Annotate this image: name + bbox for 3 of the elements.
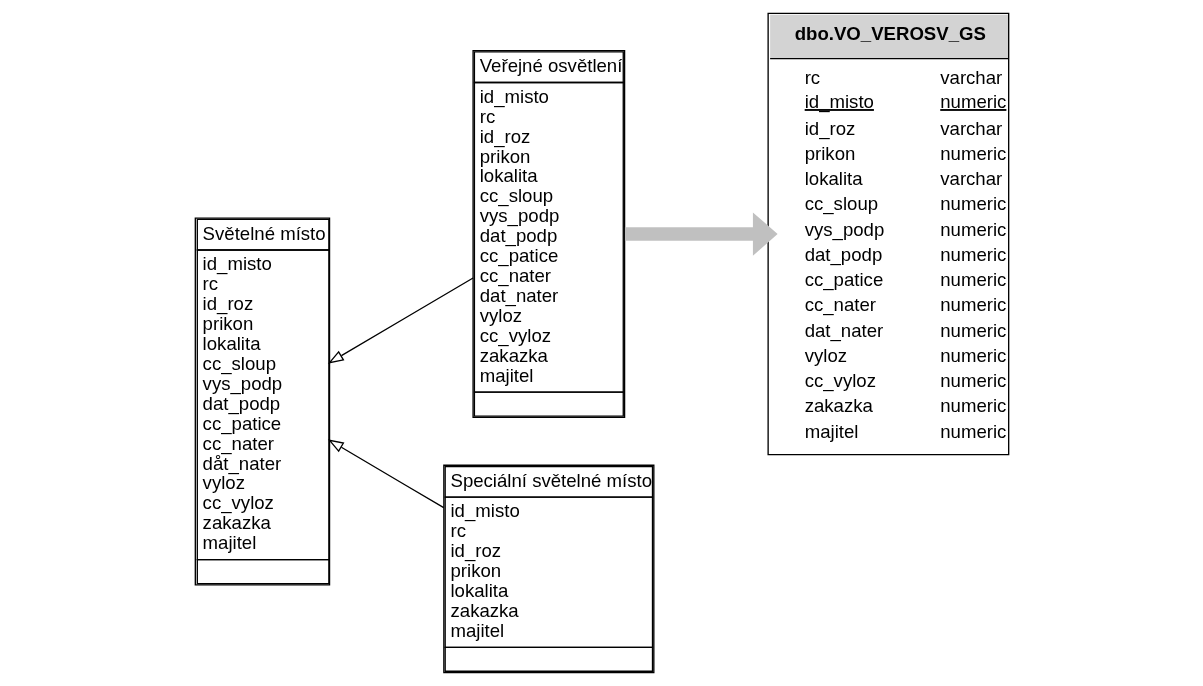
arrow — [327, 277, 474, 364]
arrow — [624, 212, 778, 256]
arrow — [327, 439, 444, 509]
